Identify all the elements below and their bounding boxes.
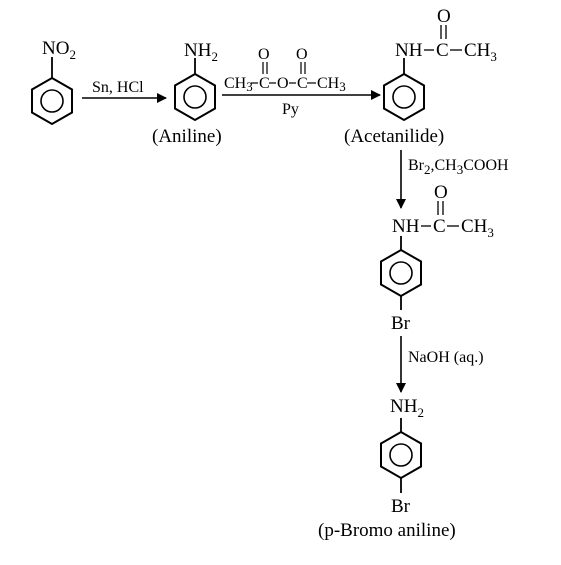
p-bromoaniline: NH2 Br (p-Bromo aniline): [318, 396, 456, 541]
amino-group-label: NH2: [390, 396, 424, 420]
p-bromoacetanilide: NH C CH3 O Br: [380, 182, 494, 334]
reaction-arrow-1: Sn, HCl: [82, 79, 167, 103]
aniline: NH2 (Aniline): [152, 40, 222, 147]
reagent-sn-hcl: Sn, HCl: [92, 79, 144, 96]
reaction-arrow-2: CH3 C O C CH3 O O Py: [222, 46, 381, 118]
svg-text:NH: NH: [392, 216, 420, 237]
bromo-label: Br: [391, 496, 411, 517]
acetamido-group-label: NH C CH3 O: [392, 182, 494, 240]
acetanilide: NH C CH3 O (Acetanilide): [344, 6, 497, 147]
benzene-ring: [383, 72, 425, 122]
p-bromoaniline-caption: (p-Bromo aniline): [318, 520, 456, 541]
amino-group-label: NH2: [184, 40, 218, 64]
reagent-pyridine: Py: [282, 101, 299, 118]
svg-text:C: C: [433, 216, 446, 237]
reagent-acetic-anhydride: CH3 C O C CH3 O O: [224, 46, 346, 94]
acetanilide-caption: (Acetanilide): [344, 126, 444, 147]
svg-text:CH3: CH3: [464, 40, 497, 64]
benzene-ring: [380, 430, 422, 480]
bromo-label: Br: [391, 313, 411, 334]
reaction-arrow-3: Br2,CH3COOH: [396, 150, 509, 209]
benzene-ring: [380, 248, 422, 298]
nitrobenzene: NO2: [31, 38, 76, 126]
svg-text:CH3: CH3: [461, 216, 494, 240]
benzene-ring: [31, 76, 73, 126]
svg-text:C: C: [436, 40, 449, 61]
svg-text:CH3: CH3: [317, 75, 346, 94]
svg-text:O: O: [437, 6, 451, 27]
svg-text:C: C: [259, 75, 270, 92]
svg-text:NH: NH: [395, 40, 423, 61]
svg-text:O: O: [258, 46, 270, 63]
svg-text:CH3: CH3: [224, 75, 253, 94]
svg-text:O: O: [296, 46, 308, 63]
aniline-caption: (Aniline): [152, 126, 222, 147]
nitro-group-label: NO2: [42, 38, 76, 62]
reaction-arrow-4: NaOH (aq.): [396, 336, 484, 393]
reagent-bromine-acetic-acid: Br2,CH3COOH: [408, 157, 509, 177]
svg-text:O: O: [277, 75, 289, 92]
reagent-naoh: NaOH (aq.): [408, 349, 484, 366]
benzene-ring: [174, 72, 216, 122]
svg-text:C: C: [297, 75, 308, 92]
acetamido-group-label: NH C CH3 O: [395, 6, 497, 64]
svg-text:O: O: [434, 182, 448, 203]
